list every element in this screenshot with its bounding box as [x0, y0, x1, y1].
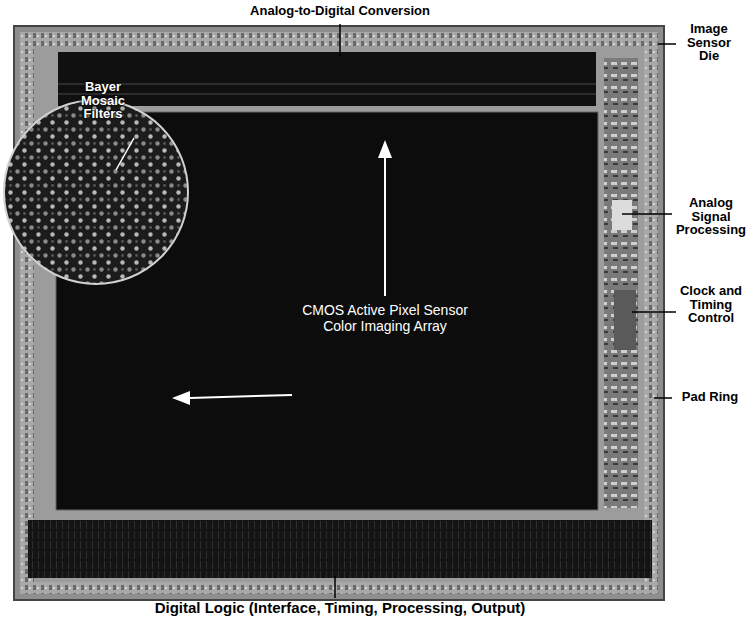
- digital-logic-block: [28, 520, 652, 578]
- filter-label: Bayer Mosaic Filters: [66, 80, 140, 121]
- block-label: Digital Logic (Interface, Timing, Proces…: [20, 600, 660, 616]
- part-label: Clock and Timing Control: [678, 284, 744, 325]
- part-label: Analog Signal Processing: [674, 196, 748, 237]
- analog-circuits: [604, 58, 638, 508]
- part-label: Image Sensor Die: [676, 22, 742, 63]
- leader-line: [632, 311, 676, 313]
- leader-line: [116, 138, 134, 170]
- array-label: CMOS Active Pixel Sensor Color Imaging A…: [300, 302, 470, 334]
- leader-line: [334, 576, 336, 598]
- arrowhead: [172, 391, 190, 405]
- arrow: [384, 156, 386, 296]
- arrowhead: [378, 140, 392, 158]
- part-label: Pad Ring: [672, 390, 748, 404]
- pad-ring: [20, 32, 658, 594]
- leader-line: [654, 397, 672, 399]
- bayer-magnifier: [4, 100, 188, 284]
- adc-block: [58, 52, 596, 106]
- leader-line: [339, 24, 341, 56]
- leader-line: [658, 43, 676, 45]
- leader-line: [622, 213, 672, 215]
- block-label: Analog-to-Digital Conversion: [200, 4, 480, 18]
- arrow: [190, 395, 292, 398]
- die-outline: [14, 26, 664, 600]
